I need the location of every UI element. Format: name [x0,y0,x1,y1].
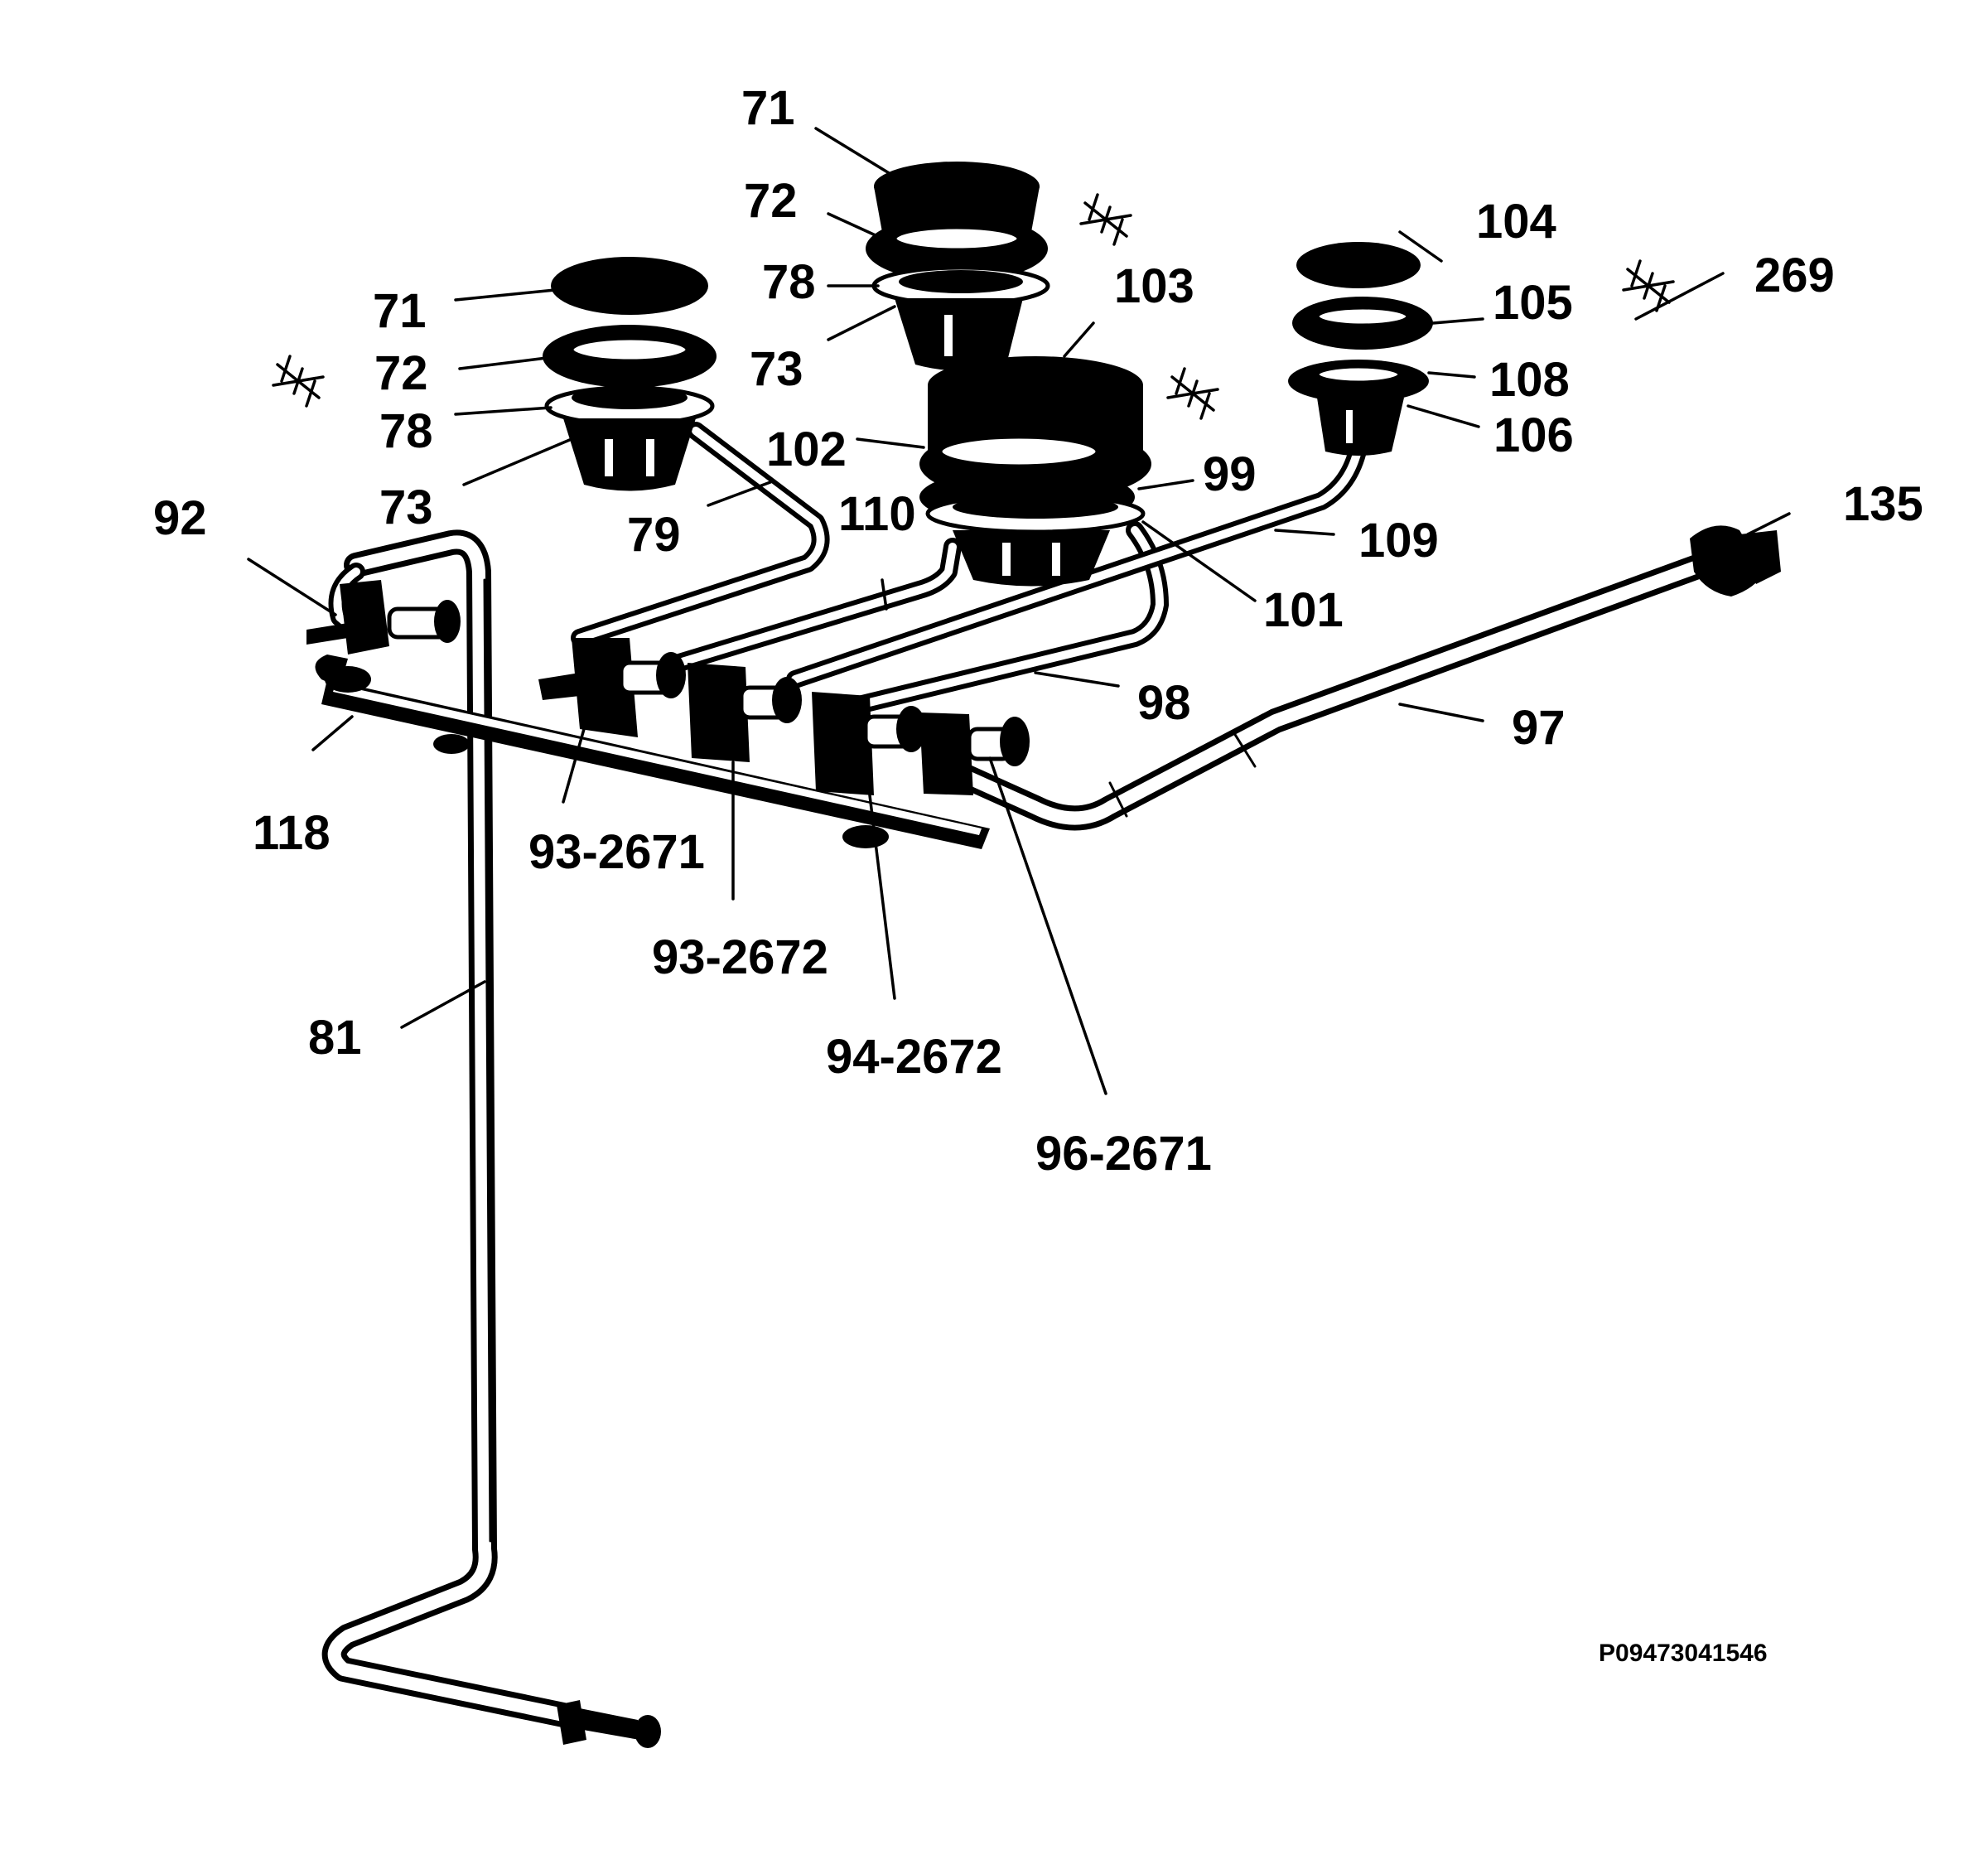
callout-96-2671: 96-2671 [1035,1127,1212,1181]
callout-81: 81 [308,1011,362,1065]
callout-97: 97 [1512,701,1566,755]
callout-78-top: 78 [762,255,816,309]
burner-left [543,257,717,491]
callout-99: 99 [1203,447,1257,501]
callout-118: 118 [253,806,331,860]
callout-93-2672: 93-2672 [652,930,828,984]
callout-110: 110 [838,487,916,541]
valve-94-2672 [812,692,926,848]
end-fitting-135 [1690,525,1781,597]
callout-71-left: 71 [373,284,427,338]
drawing-code: P09473041546 [1599,1640,1768,1667]
callout-92: 92 [153,491,207,545]
callout-105: 105 [1493,276,1573,330]
callout-135: 135 [1843,477,1923,531]
burner-cap-104 [1296,242,1421,288]
callout-93-2671: 93-2671 [528,825,705,879]
burner-pipe-79 [571,422,830,647]
burner-center [866,162,1050,371]
callout-103: 103 [1114,259,1194,313]
callout-108: 108 [1489,353,1570,407]
callout-71-top: 71 [741,81,795,135]
screw-icon [1622,259,1675,312]
callout-73-left: 73 [379,481,433,534]
callout-269: 269 [1754,249,1835,302]
screw-symbols-269 [272,193,1675,420]
callout-109: 109 [1358,514,1439,568]
callout-98: 98 [1137,676,1191,730]
callout-72-top: 72 [744,174,798,228]
left-loop-92 [328,563,374,647]
burner-pipe-98 [819,521,1169,722]
callout-79: 79 [627,508,681,562]
burner-right [1288,242,1433,456]
callout-106: 106 [1493,408,1574,462]
side-pipe-97 [940,551,1719,831]
callout-labels: 71 72 78 73 71 72 78 73 103 104 105 108 … [153,81,1923,1667]
burner-large [919,356,1151,587]
valves [306,580,1030,848]
callout-73-top: 73 [750,342,803,396]
burner-pipe-109 [786,438,1368,688]
callout-101: 101 [1263,583,1344,637]
valve-96-2671 [919,712,1030,795]
pipework [315,422,1781,1748]
rail-bottom-nut [433,734,470,754]
callout-104: 104 [1476,195,1556,249]
screw-icon [272,355,325,408]
leader-lines [247,127,1791,1095]
inlet-connector [557,1700,661,1748]
burner-cap-71-left [551,257,708,315]
callout-94-2672: 94-2672 [826,1030,1002,1084]
callout-72-left: 72 [374,346,428,400]
callout-78-left: 78 [379,404,433,458]
burner-pipe-110 [670,538,962,672]
valve-93-2672 [688,663,802,762]
screw-icon [1166,367,1219,420]
valve-93-2671 [538,638,686,737]
screw-icon [1079,193,1132,246]
callout-102: 102 [766,423,847,476]
valve-92 [306,580,461,693]
